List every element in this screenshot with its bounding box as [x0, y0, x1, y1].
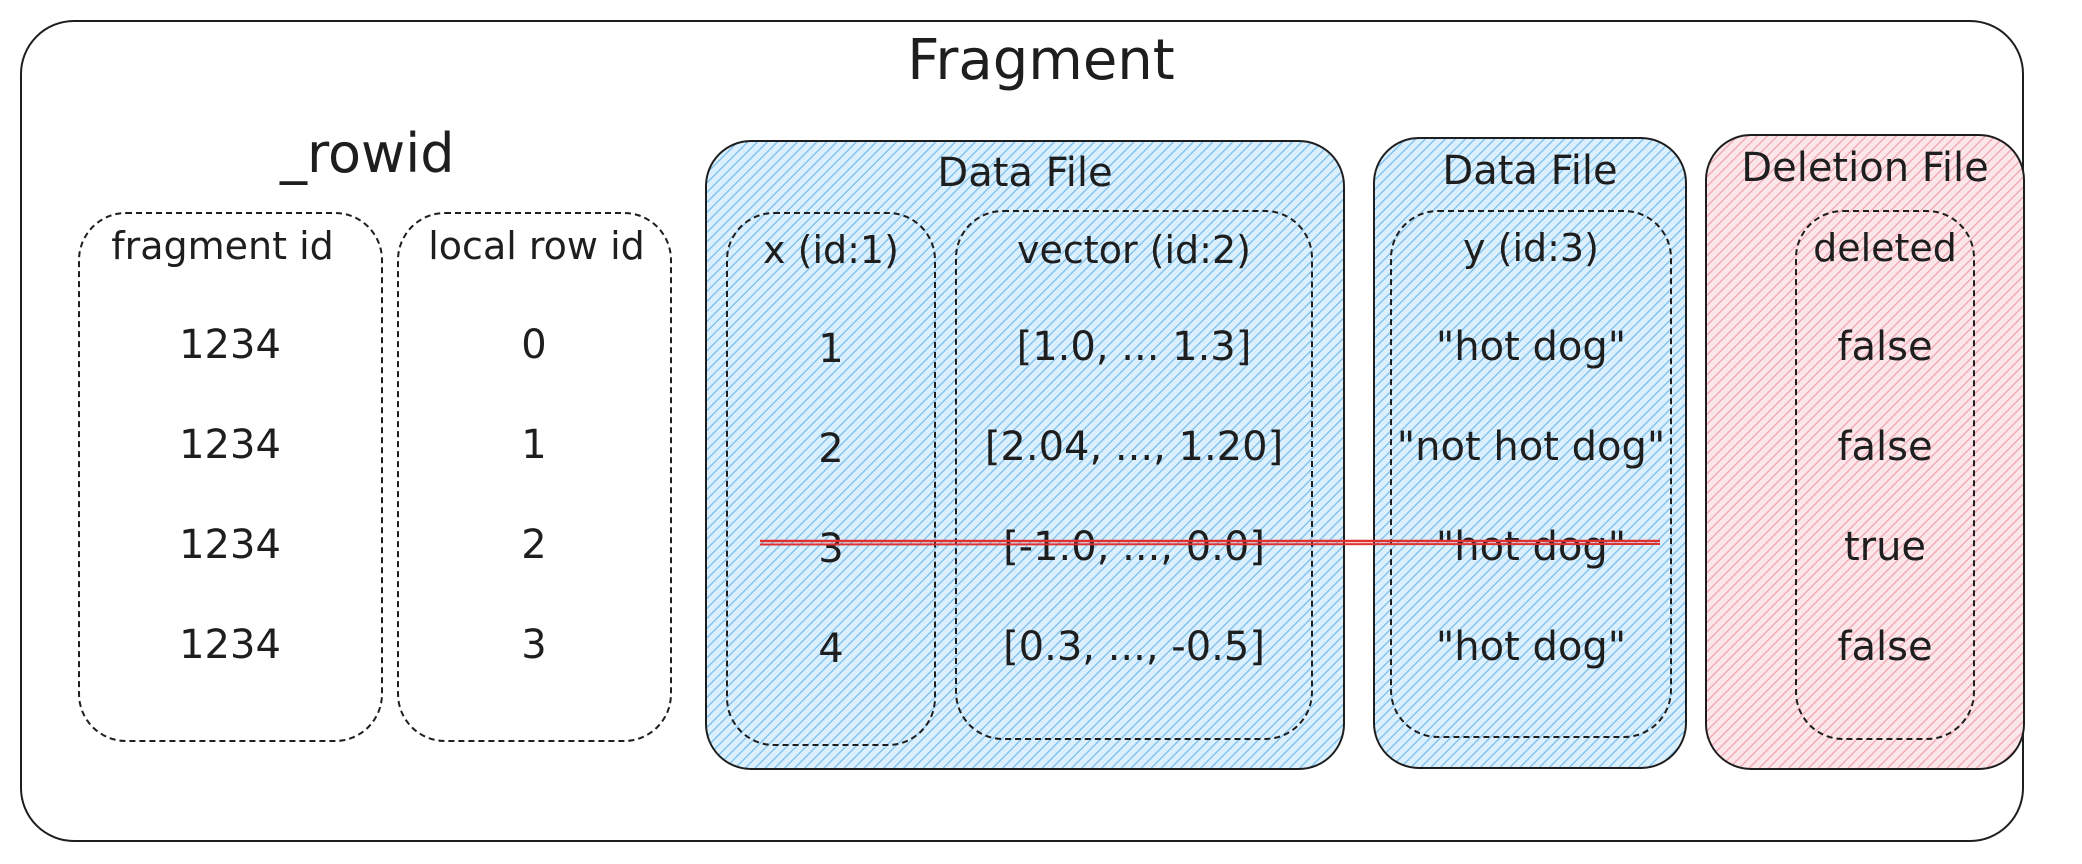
y-column: y (id:3) "hot dog" "not hot dog" "hot do… — [1390, 210, 1672, 738]
local-row-id-cell: 2 — [521, 522, 547, 568]
y-cell: "hot dog" — [1435, 524, 1627, 570]
x-header: x (id:1) — [763, 228, 899, 272]
vector-cell: [2.04, ..., 1.20] — [984, 424, 1284, 470]
vector-header: vector (id:2) — [1017, 228, 1251, 272]
x-cell: 2 — [818, 426, 844, 472]
fragment-id-cell: 1234 — [179, 522, 281, 568]
local-row-id-column: local row id 0 1 2 3 — [397, 212, 672, 742]
deleted-header: deleted — [1813, 226, 1957, 270]
fragment-id-cell: 1234 — [179, 622, 281, 668]
deleted-cell: false — [1837, 424, 1933, 470]
data-file-label: Data File — [1442, 148, 1618, 194]
fragment-id-header: fragment id — [111, 224, 334, 268]
fragment-id-column: fragment id 1234 1234 1234 1234 — [78, 212, 383, 742]
deletion-file-label: Deletion File — [1741, 145, 1989, 191]
deleted-cell: true — [1843, 524, 1927, 570]
local-row-id-header: local row id — [428, 224, 645, 268]
local-row-id-cell: 0 — [521, 322, 547, 368]
deleted-column: deleted false false true false — [1795, 210, 1975, 740]
deleted-row-strikethrough — [760, 539, 1660, 546]
rowid-title: _rowid — [280, 122, 455, 185]
local-row-id-cell: 3 — [521, 622, 547, 668]
vector-cell: [0.3, ..., -0.5] — [1003, 624, 1265, 670]
data-file-box — [705, 140, 1345, 770]
fragment-id-cell: 1234 — [179, 322, 281, 368]
y-header: y (id:3) — [1463, 226, 1599, 270]
local-row-id-cell: 1 — [521, 422, 547, 468]
vector-cell: [1.0, ... 1.3] — [1016, 324, 1252, 370]
x-cell: 3 — [818, 526, 844, 572]
x-column: x (id:1) 1 2 3 4 — [726, 212, 936, 746]
y-cell: "not hot dog" — [1396, 424, 1666, 470]
deleted-cell: false — [1837, 624, 1933, 670]
fragment-title: Fragment — [907, 28, 1175, 93]
x-cell: 4 — [818, 626, 844, 672]
vector-column: vector (id:2) [1.0, ... 1.3] [2.04, ...,… — [955, 210, 1313, 740]
deleted-cell: false — [1837, 324, 1933, 370]
data-file-label: Data File — [937, 150, 1113, 196]
vector-cell: [-1.0, ..., 0.0] — [1003, 524, 1265, 570]
x-cell: 1 — [818, 326, 844, 372]
y-cell: "hot dog" — [1435, 324, 1627, 370]
fragment-id-cell: 1234 — [179, 422, 281, 468]
y-cell: "hot dog" — [1435, 624, 1627, 670]
